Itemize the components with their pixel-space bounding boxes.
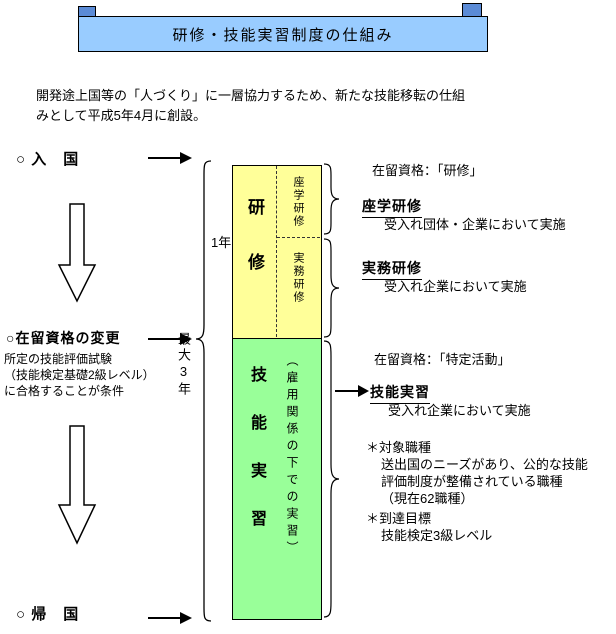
right-curly-brace-intern [323,340,340,618]
intern-box [232,338,322,620]
duration-one-year: 1年 [211,235,232,250]
down-arrow-icon [57,203,97,303]
classroom-title: 座学研修 [362,196,422,218]
intern-title: 技能実習 [370,382,430,404]
note-line-3: に合格することが条件 [4,384,125,398]
target-jobs-line-2: 評価制度が整備されている職種 [381,474,563,489]
return-label: ○ 帰 国 [16,606,80,623]
status-training-text: 在留資格：「研修」 [372,163,483,178]
intro-line-2: みとして平成5年4月に創設。 [36,108,207,123]
left-curly-brace [195,160,212,622]
right-curly-brace-classroom [323,163,340,235]
practical-training-label: 実務研修 [292,252,304,304]
down-arrow-icon [57,425,97,545]
intern-box-label: 技能実習 [248,366,265,558]
page-title: 研修・技能実習制度の仕組み [172,26,394,44]
note-line-2: （技能検定基礎2級レベル） [4,368,155,382]
right-arrow-icon [335,385,369,397]
intro-line-1: 開発途上国等の「人づくり」に一層協力するため、新たな技能移転の仕組 [36,88,466,103]
target-jobs-label: ＊対象職種 [366,440,432,455]
practical-desc: 受入れ企業において実施 [384,279,527,294]
right-arrow-icon [148,333,192,345]
classroom-desc: 受入れ団体・企業において実施 [384,217,566,232]
goal-label: ＊到達目標 [366,511,432,526]
training-box-divider-vertical [276,166,277,337]
target-jobs-line-1: 送出国のニーズがあり、公的な技能 [381,457,588,472]
entry-label: ○ 入 国 [16,151,80,168]
intern-desc: 受入れ企業において実施 [388,403,531,418]
practical-title: 実務研修 [362,258,422,280]
goal-desc: 技能検定3級レベル [381,528,493,543]
right-curly-brace-practical [323,238,340,338]
classroom-training-label: 座学研修 [292,176,304,228]
status-change-label: ○在留資格の変更 [6,330,121,346]
intro-text: 開発途上国等の「人づくり」に一層協力するため、新たな技能移転の仕組 みとして平成… [36,86,588,126]
status-change-note: 所定の技能評価試験 （技能検定基礎2級レベル） に合格することが条件 [4,351,174,399]
target-jobs-line-3: （現在62職種） [381,491,474,506]
note-line-1: 所定の技能評価試験 [4,352,113,366]
banner: 研修・技能実習制度の仕組み [78,16,488,52]
duration-max-three-years: 最大3年 [176,332,191,398]
right-arrow-icon [148,152,192,164]
training-box-label: 研修 [245,198,264,308]
intern-box-note: （雇用関係の下での実習） [285,354,299,558]
status-tokutei-text: 在留資格：「特定活動」 [374,352,511,367]
right-arrow-icon [148,612,192,624]
training-box-divider-horizontal [277,237,320,238]
